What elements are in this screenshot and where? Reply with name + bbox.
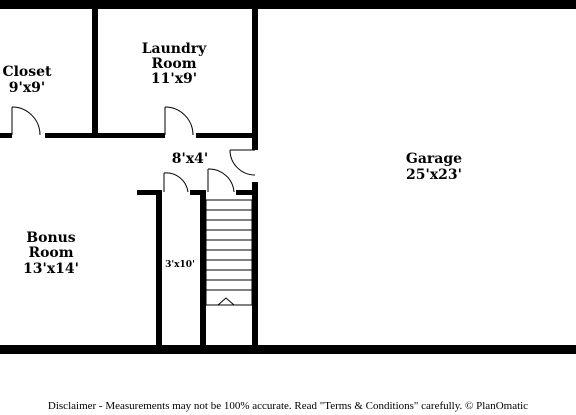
closet-name: Closet [2, 64, 52, 80]
bonus-top-wall-c [236, 190, 258, 195]
bonus-dim: 13'x14' [23, 261, 79, 277]
laundry-name-1: Laundry [142, 41, 207, 57]
doors [11, 106, 256, 193]
bonus-right-wall [156, 190, 162, 354]
bonus-top-wall-b [190, 190, 206, 195]
garage-dim: 25'x23' [406, 167, 462, 183]
laundry-dim: 11'x9' [151, 71, 197, 87]
mid-wall-right [196, 133, 258, 138]
garage-door-icon [229, 149, 256, 176]
garage-name: Garage [406, 151, 462, 167]
closet-laundry-wall [92, 0, 98, 137]
small-space-dim: 3'x10' [165, 260, 195, 270]
laundry-name-2: Room [151, 56, 196, 72]
closet-door-icon [11, 106, 41, 136]
hallway-dim: 8'x4' [172, 151, 208, 167]
stair-landing-icon [217, 297, 252, 306]
mid-wall-left [45, 133, 165, 138]
closet-dim: 9'x9' [9, 80, 45, 96]
bottom-wall [0, 345, 576, 354]
bonus-name-2: Room [28, 245, 73, 261]
stair-garage-wall [252, 182, 258, 354]
disclaimer-text: Disclaimer - Measurements may not be 100… [47, 400, 529, 412]
bonus-top-wall-a [137, 190, 162, 195]
closet-bottom-wall [0, 133, 12, 138]
bonus-name-1: Bonus [26, 230, 76, 246]
staircase [205, 199, 253, 306]
small-space-door-icon [163, 172, 189, 193]
stair-outline [205, 199, 253, 306]
top-wall [0, 0, 576, 9]
stair-door-icon [207, 168, 235, 193]
laundry-garage-wall [252, 0, 258, 150]
stair-left-wall [200, 190, 206, 354]
laundry-door-icon [164, 106, 194, 136]
walls [0, 0, 576, 354]
